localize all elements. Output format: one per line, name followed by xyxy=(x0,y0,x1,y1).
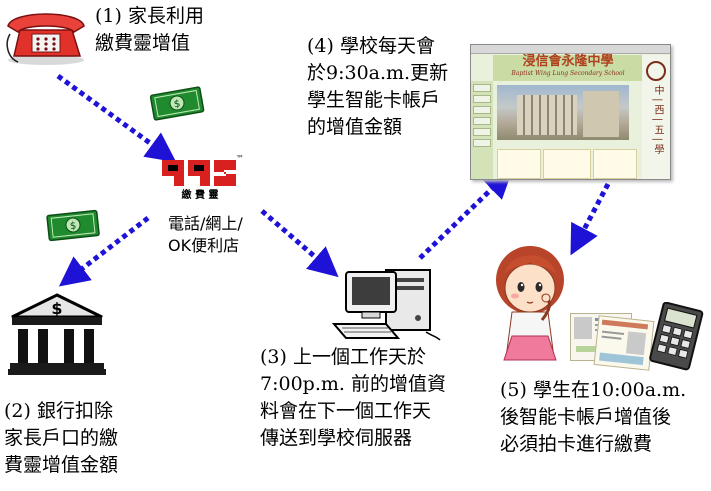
computer-server-icon xyxy=(331,269,441,341)
arrow-server-to-website xyxy=(418,168,514,260)
bank-icon: $ xyxy=(8,293,106,375)
website-content-boxes xyxy=(497,149,637,179)
browser-title-bar xyxy=(471,45,670,54)
step4-line: (4) 學校每天會 xyxy=(307,35,435,57)
svg-text:$: $ xyxy=(173,99,181,111)
pps-channels: 電話/網上/ OK便利店 xyxy=(168,213,243,257)
website-header: 浸信會永隆中學 Baptist Wing Lung Secondary Scho… xyxy=(493,55,643,81)
step4-line: 於9:30a.m.更新 xyxy=(307,62,449,84)
bank-dollar-sign: $ xyxy=(51,299,62,318)
svg-text:$: $ xyxy=(69,221,76,233)
step2-line: (2) 銀行扣除 xyxy=(4,400,113,422)
website-box xyxy=(543,149,591,179)
website-right-panel: 中 | 西 | 五 | 學 xyxy=(642,55,670,179)
money-bill-icon: $ xyxy=(46,209,100,242)
telephone-icon xyxy=(6,13,85,65)
step5-line: 後智能卡帳戶增值後 xyxy=(500,406,672,428)
pps-logo: ™ 繳 費 靈 xyxy=(160,154,244,204)
step1-line: (1) 家長利用 xyxy=(95,5,204,27)
website-title: 浸信會永隆中學 xyxy=(522,54,614,69)
smart-card-icon xyxy=(593,315,655,371)
school-website-screenshot: 浸信會永隆中學 Baptist Wing Lung Secondary Scho… xyxy=(470,44,671,180)
step4-line: 的增值金額 xyxy=(307,116,403,138)
step2-line: 費靈增值金額 xyxy=(4,454,119,476)
pps-logo-label: 繳 費 靈 xyxy=(181,190,219,201)
school-building-photo xyxy=(497,85,629,140)
step2-text: (2) 銀行扣除 家長戶口的繳 費靈增值金額 xyxy=(4,398,118,479)
website-ticker xyxy=(497,141,629,145)
card-reader-icon xyxy=(649,302,704,371)
trademark-mark: ™ xyxy=(236,154,244,163)
step2-line: 家長戶口的繳 xyxy=(4,427,119,449)
step1-text: (1) 家長利用 繳費靈增值 xyxy=(95,3,204,57)
step3-line: (3) 上一個工作天於 xyxy=(260,346,426,368)
student-girl-icon xyxy=(496,246,564,361)
step5-line: 必須拍卡進行繳費 xyxy=(500,433,653,455)
step3-text: (3) 上一個工作天於 7:00p.m. 前的增值資 料會在下一個工作天 傳送到… xyxy=(260,344,446,452)
arrow-phone-to-pps xyxy=(56,73,177,163)
website-side-text: 中 | 西 | 五 | 學 xyxy=(652,85,663,155)
step3-line: 料會在下一個工作天 xyxy=(260,400,432,422)
website-sidebar xyxy=(471,81,493,179)
step3-line: 7:00p.m. 前的增值資 xyxy=(260,373,446,395)
step4-text: (4) 學校每天會 於9:30a.m.更新 學生智能卡帳戶 的增值金額 xyxy=(307,33,448,141)
arrow-pps-to-server xyxy=(260,209,339,278)
step5-text: (5) 學生在10:00a.m. 後智能卡帳戶增值後 必須拍卡進行繳費 xyxy=(500,377,686,458)
pps-channel-line: 電話/網上/ xyxy=(168,214,243,233)
arrow-website-to-student xyxy=(570,182,611,256)
arrow-pps-to-bank xyxy=(58,216,150,287)
pps-logo-graphic xyxy=(162,160,236,186)
website-subtitle: Baptist Wing Lung Secondary School xyxy=(511,70,625,77)
step1-line: 繳費靈增值 xyxy=(95,32,191,54)
step3-line: 傳送到學校伺服器 xyxy=(260,427,413,449)
pps-channel-line: OK便利店 xyxy=(168,236,240,255)
step5-line: (5) 學生在10:00a.m. xyxy=(500,379,687,401)
money-bill-icon: $ xyxy=(149,86,205,121)
website-box xyxy=(497,149,541,179)
step4-line: 學生智能卡帳戶 xyxy=(307,89,441,111)
website-box xyxy=(593,149,637,179)
